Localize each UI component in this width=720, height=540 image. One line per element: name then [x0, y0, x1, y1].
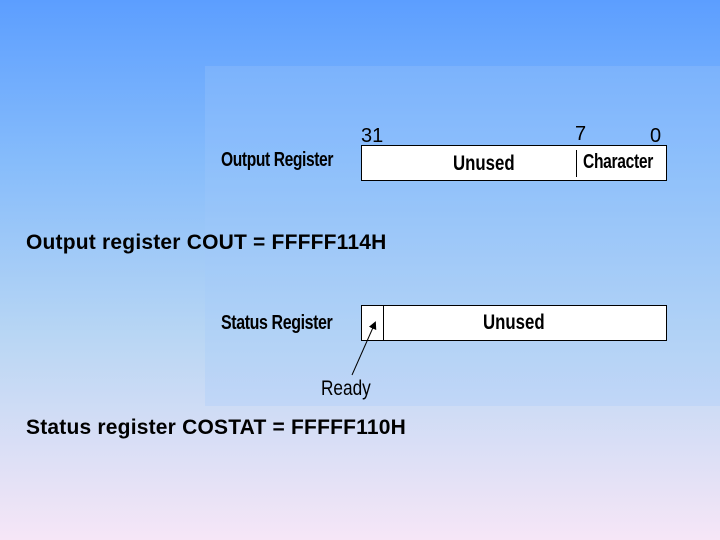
- output-bit-31-label: 31: [361, 125, 384, 147]
- output-register-name: Output Register: [221, 149, 334, 171]
- status-field-unused: Unused: [483, 311, 545, 334]
- output-bit-0-label: 0: [650, 125, 662, 147]
- output-field-unused: Unused: [453, 152, 515, 175]
- status-register-name: Status Register: [221, 312, 333, 334]
- status-register-box: [361, 305, 667, 341]
- output-register-divider: [576, 150, 577, 177]
- output-register-box: [361, 145, 667, 181]
- status-register-caption: Status register COSTAT = FFFFF110H: [26, 416, 407, 439]
- output-bit-7-label: 7: [575, 123, 587, 145]
- status-register-divider: [383, 306, 384, 340]
- ready-label: Ready: [321, 377, 371, 400]
- output-register-caption: Output register COUT = FFFFF114H: [26, 231, 387, 254]
- output-field-character: Character: [583, 151, 654, 173]
- diagram-panel: [205, 66, 720, 406]
